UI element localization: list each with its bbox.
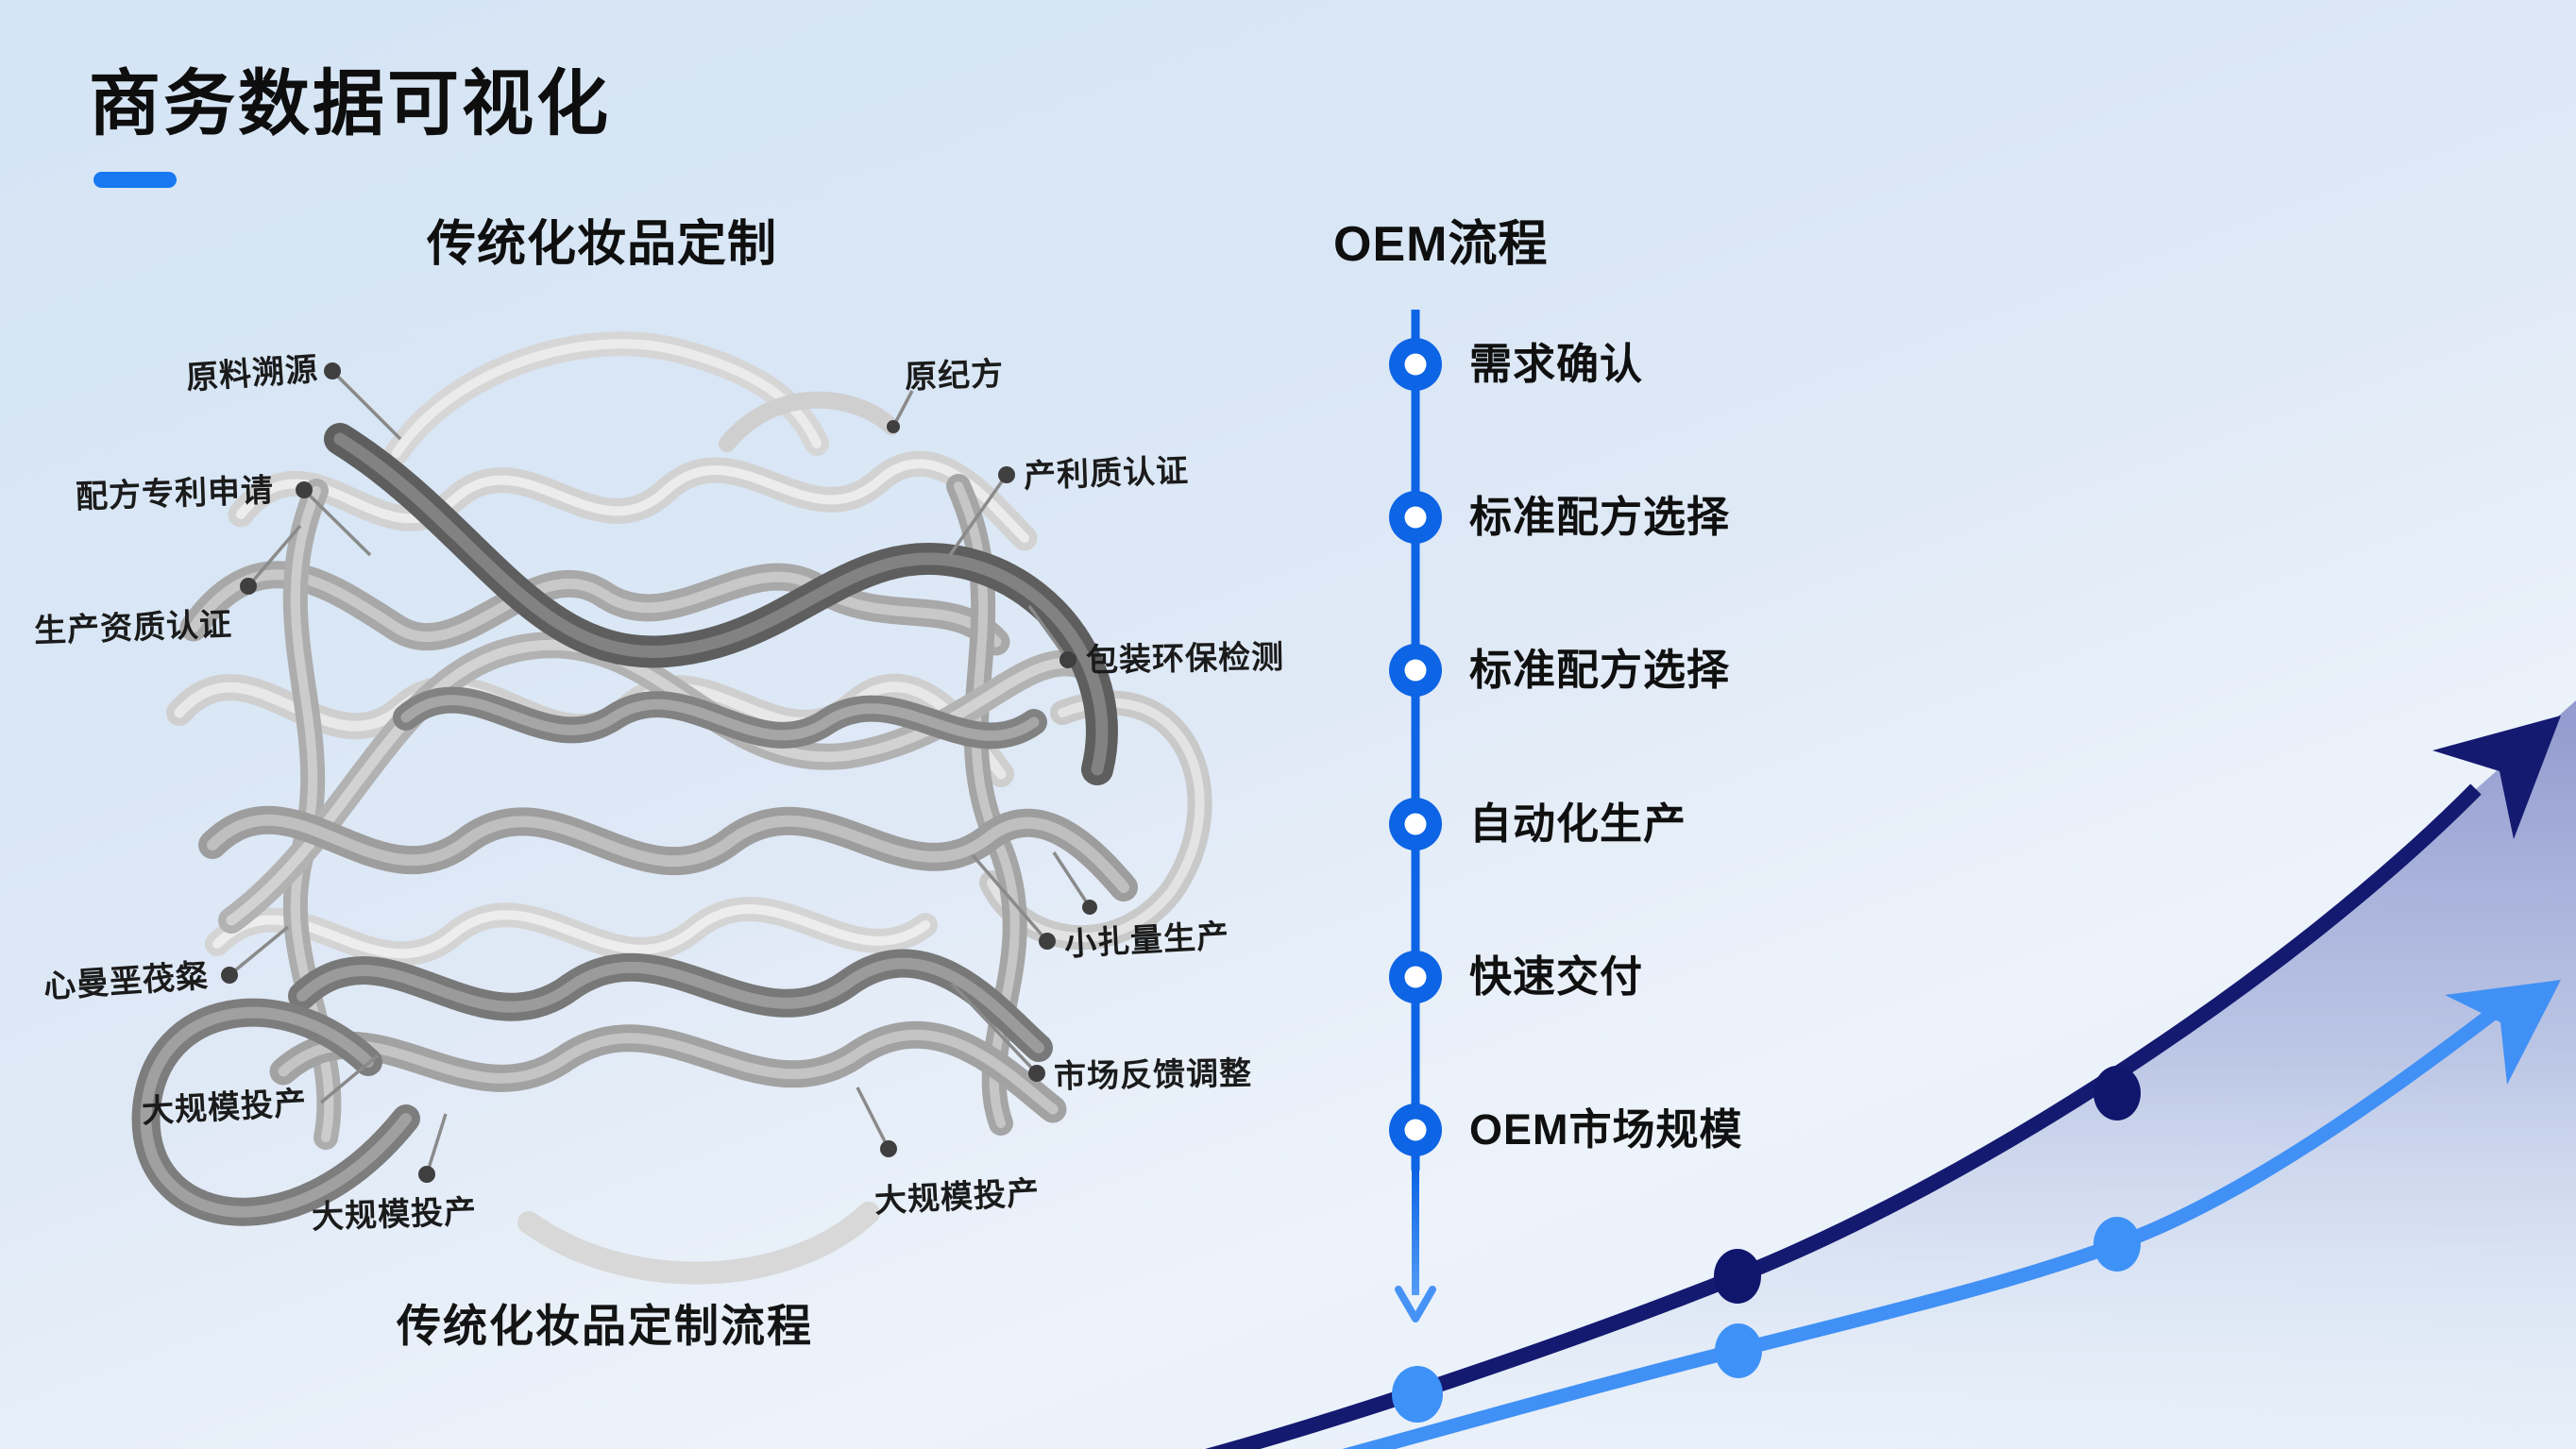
rope-strands bbox=[131, 331, 1212, 1285]
knot-label-packaging-eco-test: 包装环保检测 bbox=[1085, 639, 1285, 679]
oem-step-market-scale: OEM市场规模 bbox=[1469, 1105, 1743, 1154]
knot-label-mass-production-bottom-left: 大规模投产 bbox=[311, 1193, 478, 1236]
navy-curve-markers bbox=[1714, 1066, 2141, 1304]
knot-label-quality-cert: 产利质认证 bbox=[1023, 452, 1190, 495]
navy-growth-curve bbox=[1204, 783, 2482, 1449]
traditional-flow-caption: 传统化妆品定制流程 bbox=[397, 1301, 813, 1351]
knot-label-mass-production-left: 大规模投产 bbox=[141, 1085, 308, 1130]
timeline-node-2 bbox=[1389, 491, 1442, 544]
oem-step-standard-formula-2: 标准配方选择 bbox=[1469, 646, 1731, 694]
timeline-node-4 bbox=[1389, 798, 1442, 851]
oem-step-demand-confirmation: 需求确认 bbox=[1469, 340, 1644, 388]
navy-arrowhead-icon bbox=[2432, 716, 2561, 839]
label-dots bbox=[221, 362, 1097, 1183]
light-curve-markers bbox=[1392, 1217, 2141, 1423]
knot-label-market-feedback: 市场反馈调整 bbox=[1053, 1055, 1253, 1095]
traditional-section-header: 传统化妆品定制 bbox=[427, 217, 778, 272]
knot-label-original-formula: 原纪方 bbox=[904, 356, 1005, 396]
label-leader-lines bbox=[228, 369, 1092, 1175]
oem-step-automated-production: 自动化生产 bbox=[1469, 800, 1687, 848]
page-title: 商务数据可视化 bbox=[89, 64, 611, 144]
timeline-node-5 bbox=[1389, 951, 1442, 1003]
oem-step-fast-delivery: 快速交付 bbox=[1469, 952, 1644, 1001]
oem-step-standard-formula-1: 标准配方选择 bbox=[1469, 493, 1731, 541]
title-accent-underline bbox=[93, 172, 177, 188]
knot-label-production-qualification: 生产资质认证 bbox=[33, 606, 233, 649]
timeline-node-6 bbox=[1389, 1104, 1442, 1156]
timeline-down-arrow-icon bbox=[1395, 1286, 1436, 1323]
knot-label-formula-patent: 配方专利申请 bbox=[75, 472, 275, 515]
knot-label-raw-material-trace: 原料溯源 bbox=[184, 351, 320, 396]
knot-label-mass-production-bottom-right: 大规模投产 bbox=[873, 1174, 1041, 1220]
timeline-node-1 bbox=[1389, 338, 1442, 391]
timeline-node-3 bbox=[1389, 644, 1442, 697]
oem-section-header: OEM流程 bbox=[1333, 217, 1549, 272]
light-blue-growth-curve bbox=[1342, 997, 2512, 1449]
timeline-nodes bbox=[1389, 338, 1442, 1156]
light-blue-arrowhead-icon bbox=[2445, 980, 2561, 1085]
area-fill-under-navy-curve bbox=[1232, 700, 2576, 1449]
knot-label-small-batch: 小扎量生产 bbox=[1063, 918, 1230, 963]
